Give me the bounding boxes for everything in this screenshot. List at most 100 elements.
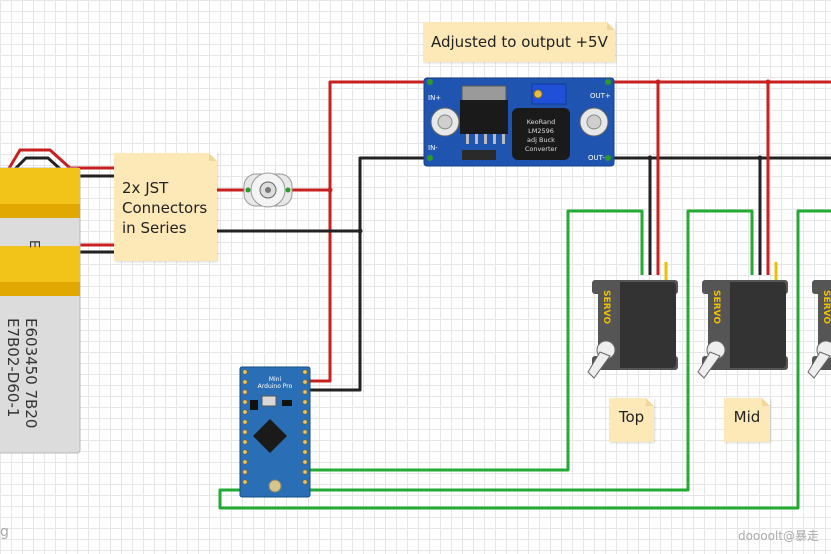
chip-leg: [493, 134, 496, 144]
power-switch: [243, 172, 293, 208]
regulator-pin: [605, 79, 611, 85]
wire-battery-1-black: [12, 156, 114, 178]
diode: [462, 150, 496, 160]
battery-pack: E E603450 7B20 E7B02-D60-1: [0, 167, 81, 454]
note-mid-text: Mid: [733, 408, 761, 426]
note-servo-top: Top: [609, 398, 654, 442]
arduino-reset-button: [268, 479, 282, 493]
note-jst-text: 2x JST Connectors in Series: [122, 179, 208, 237]
battery-cell-top-band: [0, 204, 80, 218]
arduino-pin: [242, 409, 248, 415]
arduino-pin: [242, 479, 248, 485]
servo-horn: [697, 351, 721, 379]
junction: [655, 79, 661, 85]
arduino-pin: [302, 369, 308, 375]
arduino-pin: [302, 469, 308, 475]
potentiometer: [531, 83, 567, 105]
regulator-pin: [427, 155, 433, 161]
chip-leg: [484, 134, 487, 144]
arduino-pin: [302, 439, 308, 445]
corner-text: g: [0, 524, 9, 540]
switch-knob-center: [265, 187, 271, 193]
regulator-pin-label-out-plus: OUT+: [590, 92, 611, 100]
arduino-pin: [302, 409, 308, 415]
arduino-pin: [302, 419, 308, 425]
arduino-pin: [242, 429, 248, 435]
battery-label-partial: E: [26, 240, 41, 248]
arduino-pin: [242, 459, 248, 465]
junction: [327, 187, 333, 193]
regulator-pin: [605, 155, 611, 161]
wires: [6, 80, 831, 510]
arduino-title-line1: Mini: [269, 376, 282, 383]
arduino-pin: [302, 429, 308, 435]
regulator-pin-label-out-minus: OUT-: [588, 154, 605, 162]
arduino-pin: [302, 459, 308, 465]
chip-leg: [466, 134, 469, 144]
watermark: doooolt@暴走: [737, 529, 819, 543]
buck-converter: IN+ IN- OUT+ OUT- KeoRand LM2596 adj Buc…: [423, 77, 615, 167]
capacitor-left-top: [437, 114, 453, 130]
arduino-pin: [242, 439, 248, 445]
switch-pin: [245, 187, 251, 193]
servo-label: SERVO: [821, 290, 831, 324]
arduino-pin: [302, 379, 308, 385]
arduino-pin: [302, 449, 308, 455]
note-jst-connectors: 2x JST Connectors in Series: [114, 153, 217, 261]
servo-label: SERVO: [601, 290, 611, 324]
servo-horn: [587, 351, 611, 379]
battery-label-line2: E7B02-D60-1: [4, 318, 22, 417]
arduino-mcu: [253, 419, 287, 453]
regulator-chip: [460, 100, 508, 134]
arduino-pin: [302, 479, 308, 485]
wire-green-mid: [304, 209, 754, 492]
inductor-line2: LM2596: [528, 127, 554, 135]
wire-battery-1-red: [6, 148, 114, 171]
inductor: [512, 108, 570, 160]
regulator-pin-label-in-minus: IN-: [428, 144, 438, 152]
arduino-pin: [242, 419, 248, 425]
servo-label: SERVO: [711, 290, 721, 324]
arduino-pin: [302, 399, 308, 405]
note-top-text: Top: [618, 408, 645, 426]
switch-pin: [285, 187, 291, 193]
arduino-pin: [242, 379, 248, 385]
arduino-pin: [242, 449, 248, 455]
arduino-pin: [242, 399, 248, 405]
regulator-chip-tab: [461, 85, 507, 103]
servo-mid: SERVO: [697, 280, 788, 379]
arduino-component: [282, 400, 292, 406]
junction: [765, 79, 771, 85]
arduino-pin: [242, 389, 248, 395]
arduino-pro-mini: Mini Arduino Pro: [239, 366, 311, 498]
wire-black-regulator-in: [304, 156, 430, 392]
inductor-line1: KeoRand: [527, 118, 556, 126]
junctions: [327, 79, 771, 234]
battery-label-line1: E603450 7B20: [22, 318, 40, 428]
chip-leg: [502, 134, 505, 144]
inductor-line4: Converter: [525, 145, 558, 153]
arduino-crystal: [261, 395, 277, 407]
arduino-component: [250, 400, 258, 410]
wire-green-bottom: [218, 209, 831, 510]
regulator-pin-label-in-plus: IN+: [428, 94, 441, 102]
battery-cell-bottom-band: [0, 282, 80, 296]
servo-top: SERVO: [587, 280, 678, 379]
wire-green-top: [304, 209, 644, 472]
junction: [357, 228, 363, 234]
note-servo-mid: Mid: [724, 398, 770, 442]
chip-leg: [475, 134, 478, 144]
arduino-title-line2: Arduino Pro: [258, 383, 293, 390]
regulator-pin: [427, 79, 433, 85]
arduino-pin: [242, 469, 248, 475]
note-regulator: Adjusted to output +5V: [423, 22, 615, 62]
arduino-pin: [242, 369, 248, 375]
potentiometer-screw: [533, 89, 543, 99]
junction: [647, 155, 653, 161]
servo-bottom: SERVO: [807, 280, 831, 379]
inductor-line3: adj Buck: [527, 136, 555, 144]
junction: [757, 155, 763, 161]
arduino-pins: [242, 369, 308, 485]
capacitor-right-top: [586, 114, 602, 130]
